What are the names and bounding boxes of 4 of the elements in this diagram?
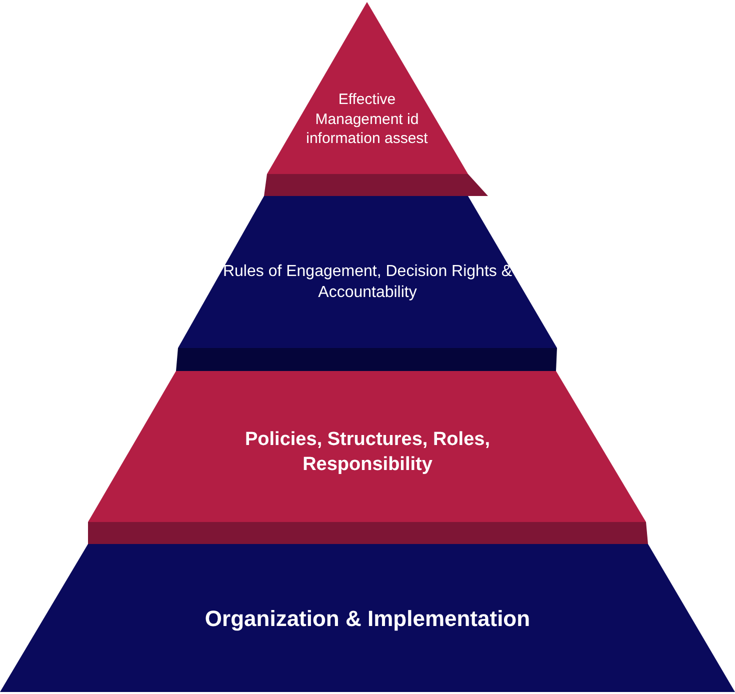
level-label: Rules of Engagement, Decision Rights & Accountability [222, 262, 514, 303]
level-label: Organization & Implementation [204, 605, 532, 633]
level-label: Effective Management id information assest [305, 90, 429, 148]
level-label: Policies, Structures, Roles, Responsibility [244, 428, 491, 477]
